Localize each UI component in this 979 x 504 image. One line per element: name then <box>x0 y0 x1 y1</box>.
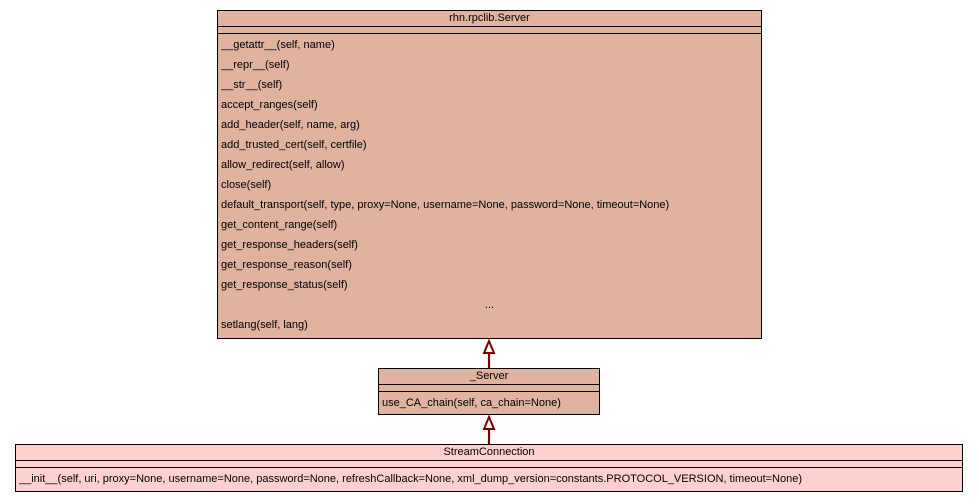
attributes-compartment <box>379 385 599 392</box>
operations-compartment: __init__(self, uri, proxy=None, username… <box>16 468 962 490</box>
operation: __repr__(self) <box>221 59 290 71</box>
inheritance-edge-streamconnection-to-server <box>482 414 496 444</box>
inheritance-edge-server-to-rpclib <box>482 338 496 368</box>
operation: setlang(self, lang) <box>221 319 308 331</box>
class-title: _Server <box>379 369 599 385</box>
operation: get_content_range(self) <box>221 219 338 231</box>
operations-ellipsis: ... <box>484 299 495 311</box>
class-title: StreamConnection <box>16 445 962 461</box>
inheritance-arrowhead-icon <box>482 338 496 354</box>
operation: __getattr__(self, name) <box>221 39 335 51</box>
inheritance-arrowhead-icon <box>482 414 496 430</box>
class-_server: _Server use_CA_chain(self, ca_chain=None… <box>378 368 600 415</box>
operation: add_trusted_cert(self, certfile) <box>221 139 367 151</box>
attributes-compartment <box>218 27 761 34</box>
class-rhn-rpclib-server: rhn.rpclib.Server __getattr__(self, name… <box>217 10 762 339</box>
attributes-compartment <box>16 461 962 468</box>
operation: use_CA_chain(self, ca_chain=None) <box>382 397 561 409</box>
operation: __init__(self, uri, proxy=None, username… <box>19 473 803 485</box>
operations-compartment: __getattr__(self, name) __repr__(self) _… <box>218 34 761 335</box>
operation: get_response_headers(self) <box>221 239 358 251</box>
class-title: rhn.rpclib.Server <box>218 11 761 27</box>
operation: get_response_reason(self) <box>221 259 352 271</box>
operation: __str__(self) <box>221 79 283 91</box>
operation: default_transport(self, type, proxy=None… <box>221 199 670 211</box>
operation: add_header(self, name, arg) <box>221 119 360 131</box>
operation: get_response_status(self) <box>221 279 348 291</box>
operation: close(self) <box>221 179 272 191</box>
class-streamconnection: StreamConnection __init__(self, uri, pro… <box>15 444 963 492</box>
operation: allow_redirect(self, allow) <box>221 159 345 171</box>
operation: accept_ranges(self) <box>221 99 318 111</box>
operations-compartment: use_CA_chain(self, ca_chain=None) <box>379 392 599 414</box>
